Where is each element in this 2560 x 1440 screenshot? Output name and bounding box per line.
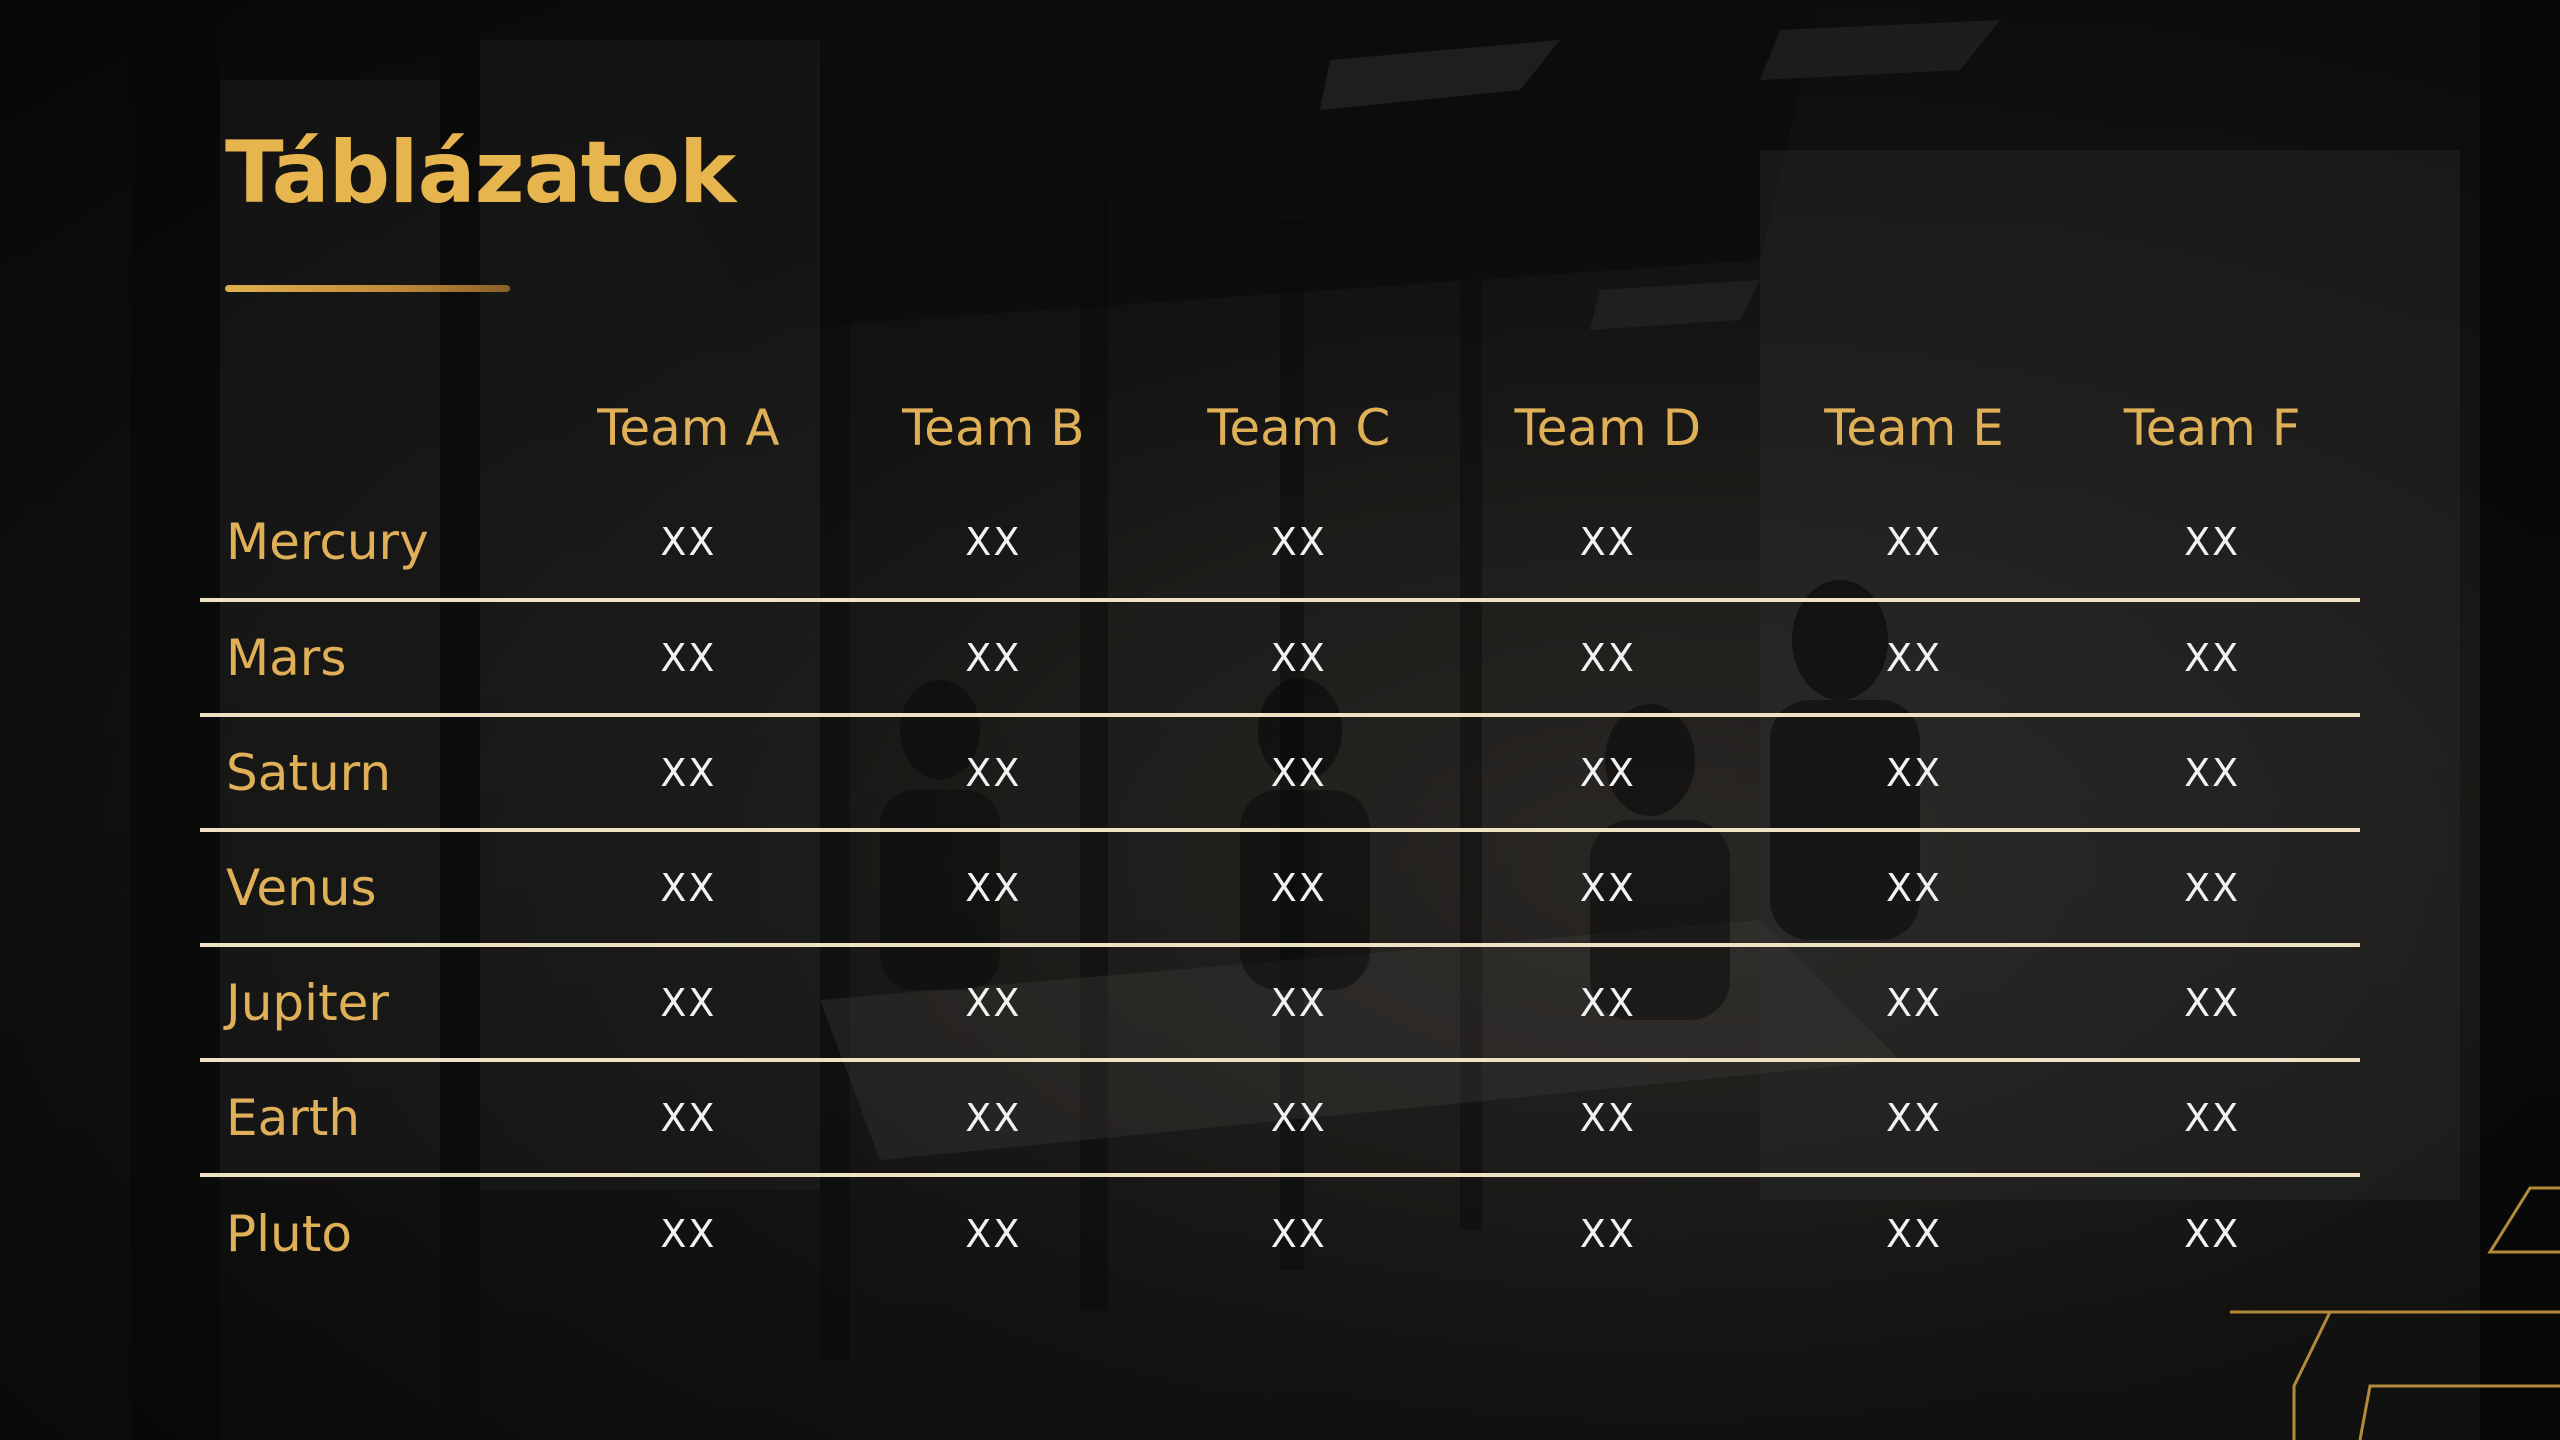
table-cell: XX xyxy=(1763,828,2065,945)
table-cell: XX xyxy=(965,519,1022,564)
table-cell: XX xyxy=(536,943,841,1060)
table-cell: XX xyxy=(1451,943,1764,1060)
table-cell: XX xyxy=(840,943,1146,1060)
slide-title: Táblázatok xyxy=(225,123,736,223)
table-cell: XX xyxy=(536,1173,841,1290)
table-row: Saturn XX XX XX XX XX XX xyxy=(200,713,2360,830)
row-label: Earth xyxy=(200,1058,536,1175)
table-cell: XX xyxy=(840,1058,1146,1175)
column-header: Team C xyxy=(1207,398,1391,457)
table-cell: XX xyxy=(1145,828,1452,945)
table-cell: XX xyxy=(536,1058,841,1175)
table-cell: XX xyxy=(1763,1173,2065,1290)
table-cell: XX xyxy=(1579,519,1636,564)
table-cell: XX xyxy=(840,828,1146,945)
table-cell: XX xyxy=(2064,1058,2360,1175)
table-cell: XX xyxy=(1145,1058,1452,1175)
table-cell: XX xyxy=(1451,828,1764,945)
column-header: Team B xyxy=(902,398,1085,457)
table-cell: XX xyxy=(1451,598,1764,715)
row-label: Jupiter xyxy=(200,943,536,1060)
table-cell: XX xyxy=(2064,828,2360,945)
table-cell: XX xyxy=(1763,1058,2065,1175)
table-cell: XX xyxy=(1145,598,1452,715)
row-label: Saturn xyxy=(200,713,536,830)
table-row: Mars XX XX XX XX XX XX xyxy=(200,598,2360,715)
title-underline xyxy=(225,285,510,292)
table-cell: XX xyxy=(2064,598,2360,715)
table-cell: XX xyxy=(2064,713,2360,830)
table-row: Earth XX XX XX XX XX XX xyxy=(200,1058,2360,1175)
column-header: Team A xyxy=(597,398,780,457)
table-cell: XX xyxy=(660,519,717,564)
table-cell: XX xyxy=(1270,519,1327,564)
table-row: Mercury XX XX XX XX XX XX xyxy=(200,485,2360,600)
table-row: Pluto XX XX XX XX XX XX xyxy=(200,1173,2360,1290)
header-row: Team A Team B Team C Team D Team E Team … xyxy=(200,370,2360,485)
table-cell: XX xyxy=(1451,1058,1764,1175)
table-cell: XX xyxy=(2064,943,2360,1060)
table-cell: XX xyxy=(1763,713,2065,830)
table-cell: XX xyxy=(536,713,841,830)
data-table: Team A Team B Team C Team D Team E Team … xyxy=(200,370,2360,1290)
column-header: Team E xyxy=(1824,398,2004,457)
table-cell: XX xyxy=(2184,519,2241,564)
table-cell: XX xyxy=(1145,1173,1452,1290)
table-cell: XX xyxy=(840,1173,1146,1290)
table-cell: XX xyxy=(536,598,841,715)
table-row: Venus XX XX XX XX XX XX xyxy=(200,828,2360,945)
table-cell: XX xyxy=(840,713,1146,830)
table-cell: XX xyxy=(1763,598,2065,715)
table-cell: XX xyxy=(1451,1173,1764,1290)
header-corner xyxy=(200,370,536,485)
column-header: Team D xyxy=(1514,398,1702,457)
table-header: Team A Team B Team C Team D Team E Team … xyxy=(200,370,2360,485)
table-cell: XX xyxy=(2064,1173,2360,1290)
gold-geometric-outline-icon xyxy=(2230,1186,2560,1440)
table-cell: XX xyxy=(536,828,841,945)
row-label: Venus xyxy=(200,828,536,945)
table-cell: XX xyxy=(1145,713,1452,830)
table-cell: XX xyxy=(1451,713,1764,830)
table-row: Jupiter XX XX XX XX XX XX xyxy=(200,943,2360,1060)
column-header: Team F xyxy=(2123,398,2301,457)
row-label: Mercury xyxy=(226,512,429,571)
table-cell: XX xyxy=(1763,943,2065,1060)
table-cell: XX xyxy=(1145,943,1452,1060)
table-cell: XX xyxy=(840,598,1146,715)
row-label: Mars xyxy=(200,598,536,715)
table-cell: XX xyxy=(1886,519,1943,564)
row-label: Pluto xyxy=(200,1173,536,1290)
table-body: Mercury XX XX XX XX XX XX Mars XX XX XX … xyxy=(200,485,2360,1290)
